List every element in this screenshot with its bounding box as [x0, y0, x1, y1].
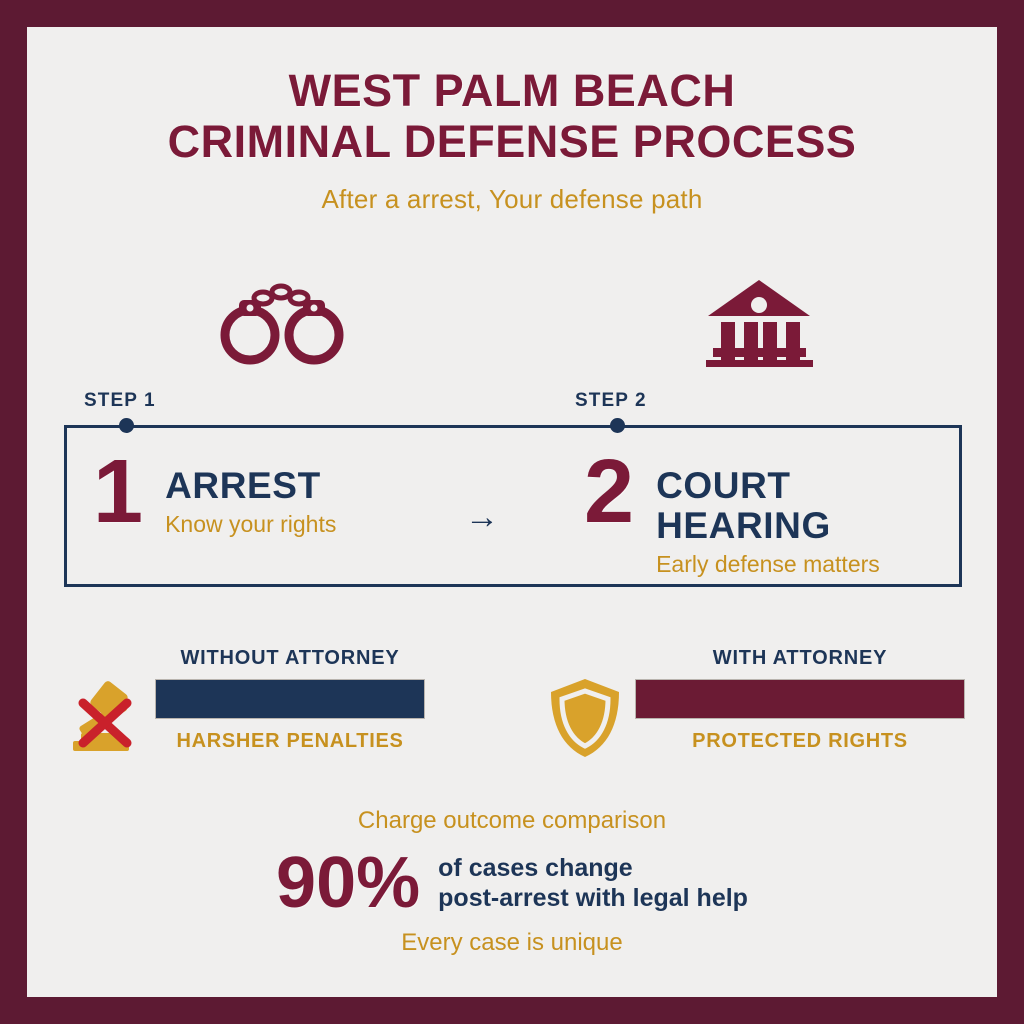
courthouse-icon	[702, 272, 817, 372]
step-1-tag: STEP 1	[84, 390, 156, 411]
poster-canvas: WEST PALM BEACH CRIMINAL DEFENSE PROCESS…	[27, 27, 997, 997]
step-1-node-dot	[119, 418, 134, 433]
statistic-value: 90%	[276, 843, 421, 923]
step-1: 1 ARREST Know your rights	[93, 442, 337, 542]
statistic-footer: Every case is unique	[401, 929, 623, 956]
comparison-right-outcome: PROTECTED RIGHTS	[692, 730, 908, 752]
statistic-description-line-2: post-arrest with legal help	[438, 884, 748, 912]
comparison-left-bar	[155, 679, 425, 719]
header: WEST PALM BEACH CRIMINAL DEFENSE PROCESS…	[27, 65, 997, 215]
step-1-subtitle: Know your rights	[165, 510, 337, 537]
step-2-name-line-2: HEARING	[656, 504, 831, 546]
steps-section: STEP 1 STEP 2 1 ARREST Know your rights …	[27, 272, 997, 592]
steps-frame	[64, 425, 962, 587]
step-1-name: ARREST	[165, 465, 321, 506]
flow-arrow-icon: →	[465, 498, 499, 536]
step-2-node-dot	[610, 418, 625, 433]
statistic-caption: Charge outcome comparison	[357, 807, 667, 834]
gavel-crossed-out-icon	[65, 675, 145, 760]
step-2: 2 COURT HEARING Early defense matters	[584, 442, 880, 578]
step-2-subtitle: Early defense matters	[656, 550, 880, 577]
comparison-section: WITHOUT ATTORNEY HARSHER PENALTIES WITH …	[27, 647, 997, 787]
comparison-left-label: WITHOUT ATTORNEY	[180, 647, 400, 669]
shield-icon	[545, 675, 625, 766]
comparison-right-label: WITH ATTORNEY	[712, 647, 888, 669]
page-subtitle: After a arrest, Your defense path	[321, 183, 703, 214]
comparison-left-outcome: HARSHER PENALTIES	[176, 730, 404, 752]
statistic-row: 90% of cases change post-arrest with leg…	[27, 847, 997, 919]
step-2-name-line-1: COURT	[656, 465, 791, 506]
comparison-right-bar	[635, 679, 965, 719]
statistic-description-line-1: of cases change	[438, 853, 633, 882]
statistic-section: Charge outcome comparison 90% of cases c…	[27, 807, 997, 957]
step-1-number: 1	[93, 442, 144, 542]
page-title-line-2: CRIMINAL DEFENSE PROCESS	[167, 116, 857, 168]
page-title-line-1: WEST PALM BEACH	[288, 65, 736, 116]
step-2-number: 2	[584, 442, 635, 542]
statistic-description: of cases change post-arrest with legal h…	[438, 853, 748, 914]
handcuffs-icon	[217, 272, 347, 372]
step-2-tag: STEP 2	[575, 390, 647, 411]
